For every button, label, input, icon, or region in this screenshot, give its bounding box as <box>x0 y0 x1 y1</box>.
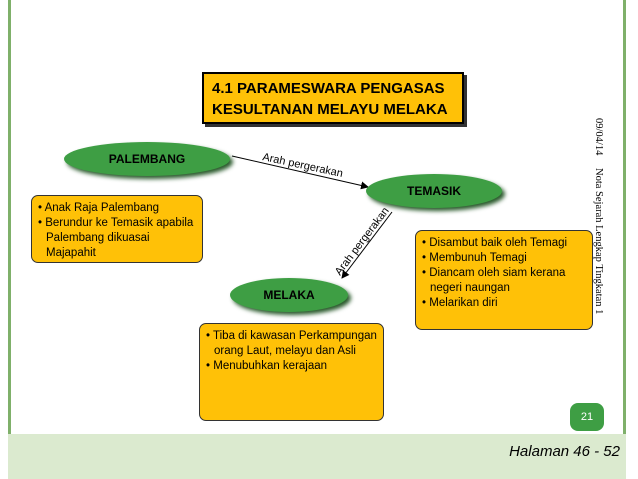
palembang-point-1: Anak Raja Palembang <box>38 201 196 216</box>
node-melaka: MELAKA <box>230 278 348 312</box>
box-temasik: Disambut baik oleh Temagi Membunuh Temag… <box>415 230 593 330</box>
node-temasik-label: TEMASIK <box>407 184 461 198</box>
melaka-point-1: Tiba di kawasan Perkampungan orang Laut,… <box>206 329 377 359</box>
box-palembang: Anak Raja Palembang Berundur ke Temasik … <box>31 195 203 263</box>
page-number-badge: 21 <box>570 403 604 431</box>
node-temasik: TEMASIK <box>366 174 502 208</box>
slide-title: 4.1 PARAMESWARA PENGASAS KESULTANAN MELA… <box>202 72 464 124</box>
footer-band <box>8 434 626 479</box>
node-palembang-label: PALEMBANG <box>108 152 186 166</box>
temasik-point-1: Disambut baik oleh Temagi <box>422 236 586 251</box>
page-number: 21 <box>580 411 594 423</box>
arrow-label-2: Arah pergerakan <box>333 205 392 278</box>
temasik-point-4: Melarikan diri <box>422 296 586 311</box>
temasik-point-3: Diancam oleh siam kerana negeri naungan <box>422 266 586 296</box>
title-line-2: KESULTANAN MELAYU MELAKA <box>212 101 448 118</box>
palembang-point-2: Berundur ke Temasik apabila Palembang di… <box>38 216 196 261</box>
node-melaka-label: MELAKA <box>263 288 315 302</box>
page-range: Halaman 46 - 52 <box>509 443 620 460</box>
arrow-palembang-temasik <box>231 155 369 190</box>
side-date: 09/04/14 <box>593 118 604 156</box>
side-note: Nota Sejarah Lengkap Tingkatan 1 <box>593 168 604 315</box>
slide-border <box>8 0 626 477</box>
title-line-1: 4.1 PARAMESWARA PENGASAS <box>212 80 445 97</box>
node-palembang: PALEMBANG <box>64 142 230 176</box>
melaka-point-2: Menubuhkan kerajaan <box>206 359 377 374</box>
arrow-temasik-melaka <box>341 211 393 279</box>
box-melaka: Tiba di kawasan Perkampungan orang Laut,… <box>199 323 384 421</box>
temasik-point-2: Membunuh Temagi <box>422 251 586 266</box>
